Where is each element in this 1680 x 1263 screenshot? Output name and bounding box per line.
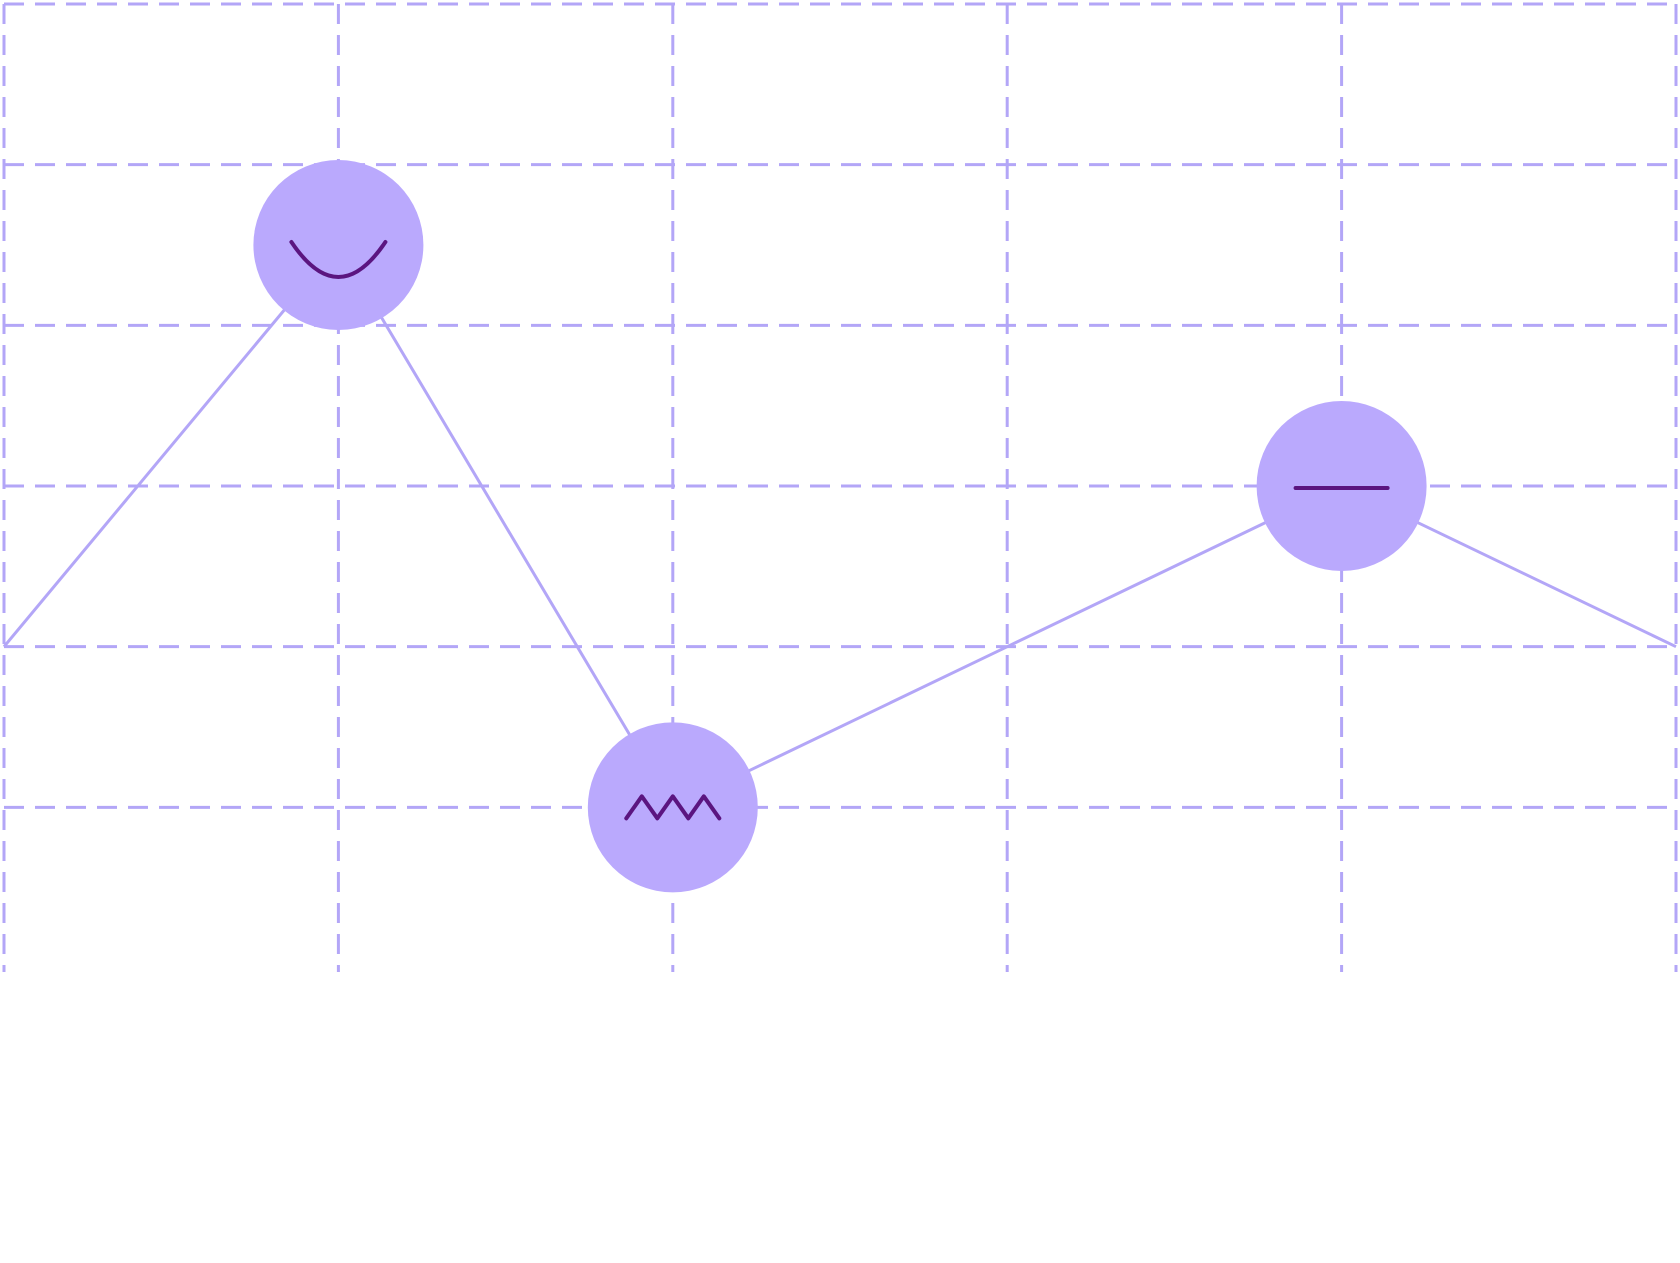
data-point-marker	[587, 722, 758, 893]
marker-layer	[253, 160, 1427, 893]
smile-icon	[289, 240, 388, 279]
data-point-marker	[253, 160, 424, 330]
series-line-layer	[2, 242, 1677, 810]
data-point-marker	[1256, 401, 1427, 571]
series-line	[2, 242, 1677, 810]
zigzag-icon	[624, 794, 722, 821]
data-point	[253, 160, 424, 330]
data-point	[587, 722, 758, 893]
